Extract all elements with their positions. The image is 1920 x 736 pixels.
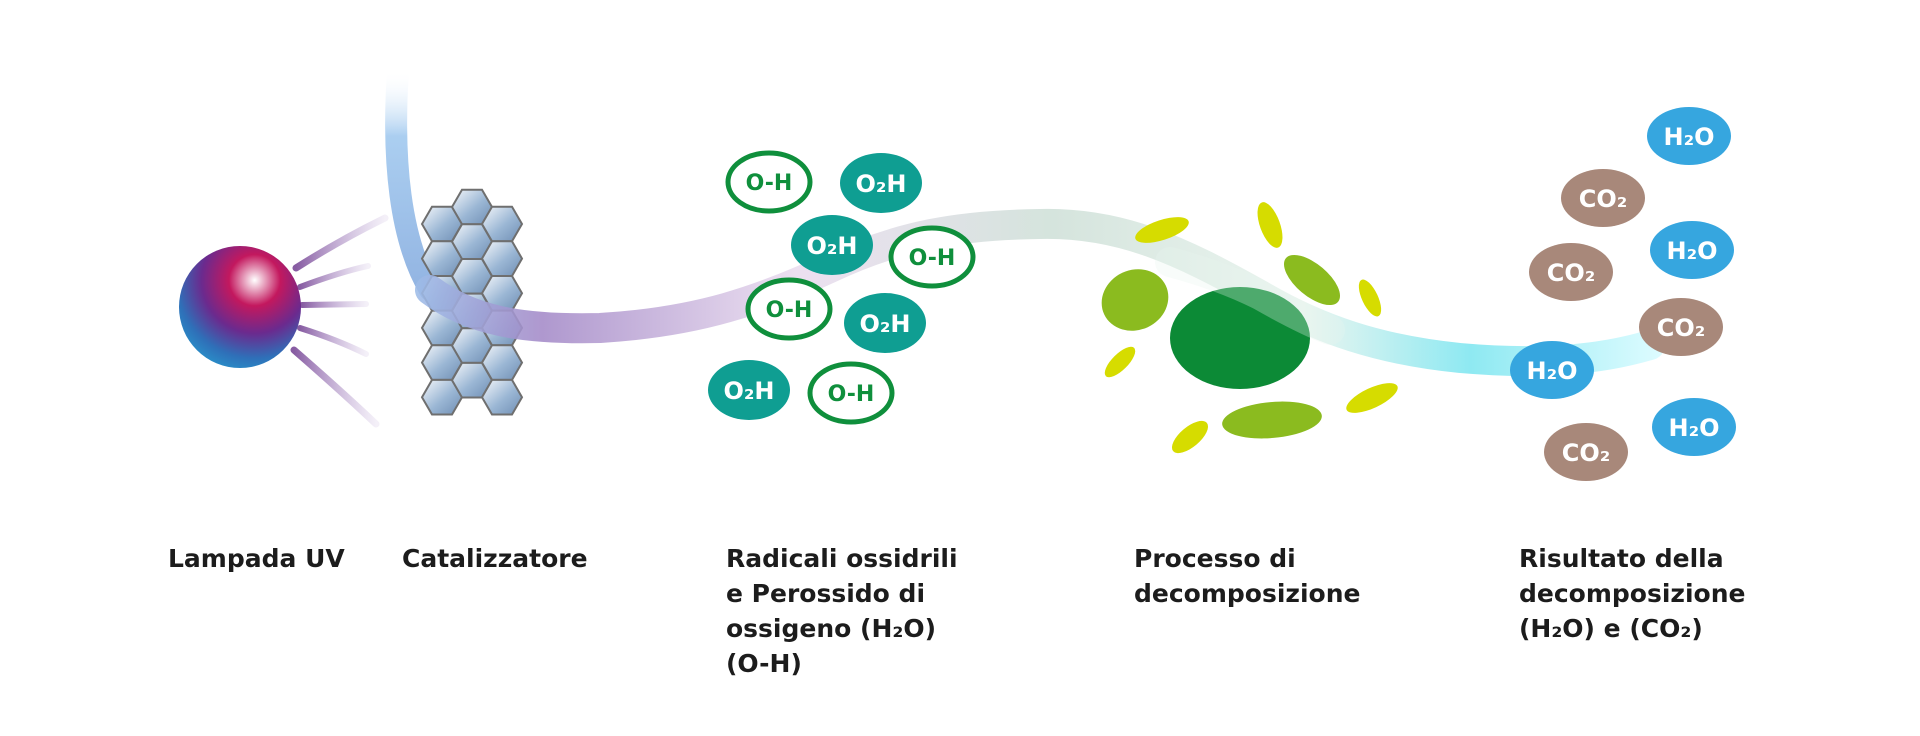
label-line: Processo di <box>1134 544 1296 573</box>
water-molecule: H₂O <box>1650 221 1734 279</box>
hydroxyl-molecule: O-H <box>888 225 976 289</box>
hydroperoxyl-disc <box>791 215 873 275</box>
hydroxyl-ring <box>725 150 813 214</box>
uv-ray <box>297 263 371 290</box>
label-uv-lamp: Lampada UV <box>168 541 345 576</box>
label-line: Catalizzatore <box>402 544 588 573</box>
leaf <box>1171 420 1209 454</box>
catalyst-cell <box>480 344 524 381</box>
uv-lamp <box>179 214 389 428</box>
uv-rays <box>290 214 389 428</box>
hydroperoxyl-molecule: O₂H <box>791 215 873 275</box>
water-molecule: H₂O <box>1652 398 1736 456</box>
leaf <box>1222 401 1322 439</box>
hydroperoxyl-label: O₂H <box>860 310 911 338</box>
water-label: H₂O <box>1669 414 1720 442</box>
water-disc <box>1510 341 1594 399</box>
hydroperoxyl-label: O₂H <box>856 170 907 198</box>
co2-disc <box>1529 243 1613 301</box>
hydroperoxyl-disc <box>844 293 926 353</box>
hydroperoxyl-label: O₂H <box>724 377 775 405</box>
water-label: H₂O <box>1667 237 1718 265</box>
decomposition-process <box>1101 202 1398 454</box>
hydroxyl-label: O-H <box>766 298 813 323</box>
uv-ray <box>290 346 380 428</box>
water-label: H₂O <box>1664 123 1715 151</box>
label-line: decomposizione <box>1519 579 1746 608</box>
leaf <box>1346 383 1398 413</box>
co2-molecule: CO₂ <box>1544 423 1628 481</box>
co2-molecule: CO₂ <box>1529 243 1613 301</box>
co2-molecule: CO₂ <box>1639 298 1723 356</box>
hydroperoxyl-disc <box>708 360 790 420</box>
hydroxyl-ring <box>807 361 895 425</box>
label-decomposition: Processo di decomposizione <box>1134 541 1360 611</box>
hydroxyl-molecule: O-H <box>807 361 895 425</box>
co2-label: CO₂ <box>1547 259 1596 287</box>
leaf <box>1283 254 1341 306</box>
decomposition-core <box>1170 287 1310 389</box>
water-disc <box>1647 107 1731 165</box>
label-line: (O-H) <box>726 649 802 678</box>
catalyst-cell <box>480 240 524 277</box>
hydroperoxyl-disc <box>840 153 922 213</box>
co2-disc <box>1561 169 1645 227</box>
radical-molecules: O-H O₂H O₂H O-H O-H O₂H O₂H O-H <box>708 150 976 425</box>
label-line: (H₂O) e (CO₂) <box>1519 614 1703 643</box>
co2-label: CO₂ <box>1657 314 1706 342</box>
label-result: Risultato della decomposizione (H₂O) e (… <box>1519 541 1745 646</box>
result-molecules: H₂O CO₂ H₂O CO₂ CO₂ H₂O H₂O CO₂ <box>1510 107 1736 481</box>
catalyst-cell <box>480 205 524 243</box>
air-stream <box>415 208 1665 377</box>
co2-label: CO₂ <box>1562 439 1611 467</box>
label-line: Lampada UV <box>168 544 345 573</box>
hydroperoxyl-molecule: O₂H <box>844 293 926 353</box>
label-line: ossigeno (H₂O) <box>726 614 937 643</box>
label-catalyst: Catalizzatore <box>402 541 588 576</box>
label-line: decomposizione <box>1134 579 1361 608</box>
label-radicals: Radicali ossidrili e Perossido di ossige… <box>726 541 958 681</box>
leaf <box>1358 279 1382 317</box>
uv-ray <box>299 301 369 308</box>
water-molecule: H₂O <box>1647 107 1731 165</box>
leaf <box>1135 217 1189 243</box>
hydroperoxyl-molecule: O₂H <box>840 153 922 213</box>
air-stream-overlay <box>1155 247 1345 345</box>
co2-disc <box>1639 298 1723 356</box>
air-stream-stem <box>385 59 441 301</box>
hydroxyl-label: O-H <box>909 246 956 271</box>
label-line: e Perossido di <box>726 579 926 608</box>
catalyst-cell <box>480 378 524 416</box>
water-disc <box>1652 398 1736 456</box>
hydroxyl-label: O-H <box>828 382 875 407</box>
label-line: Radicali ossidrili <box>726 544 958 573</box>
leaf <box>1104 346 1136 378</box>
hydroxyl-label: O-H <box>746 171 793 196</box>
co2-disc <box>1544 423 1628 481</box>
co2-label: CO₂ <box>1579 185 1628 213</box>
water-molecule: H₂O <box>1510 341 1594 399</box>
water-disc <box>1650 221 1734 279</box>
hydroperoxyl-molecule: O₂H <box>708 360 790 420</box>
hydroxyl-molecule: O-H <box>725 150 813 214</box>
hydroperoxyl-label: O₂H <box>807 232 858 260</box>
hydroxyl-molecule: O-H <box>745 277 833 341</box>
uv-ray <box>292 214 389 272</box>
leaf <box>1257 202 1283 248</box>
uv-lamp-bulb <box>179 246 301 368</box>
co2-molecule: CO₂ <box>1561 169 1645 227</box>
uv-ray <box>297 325 369 357</box>
leaf <box>1101 269 1169 331</box>
hydroxyl-ring <box>888 225 976 289</box>
water-label: H₂O <box>1527 357 1578 385</box>
label-line: Risultato della <box>1519 544 1724 573</box>
hydroxyl-ring <box>745 277 833 341</box>
